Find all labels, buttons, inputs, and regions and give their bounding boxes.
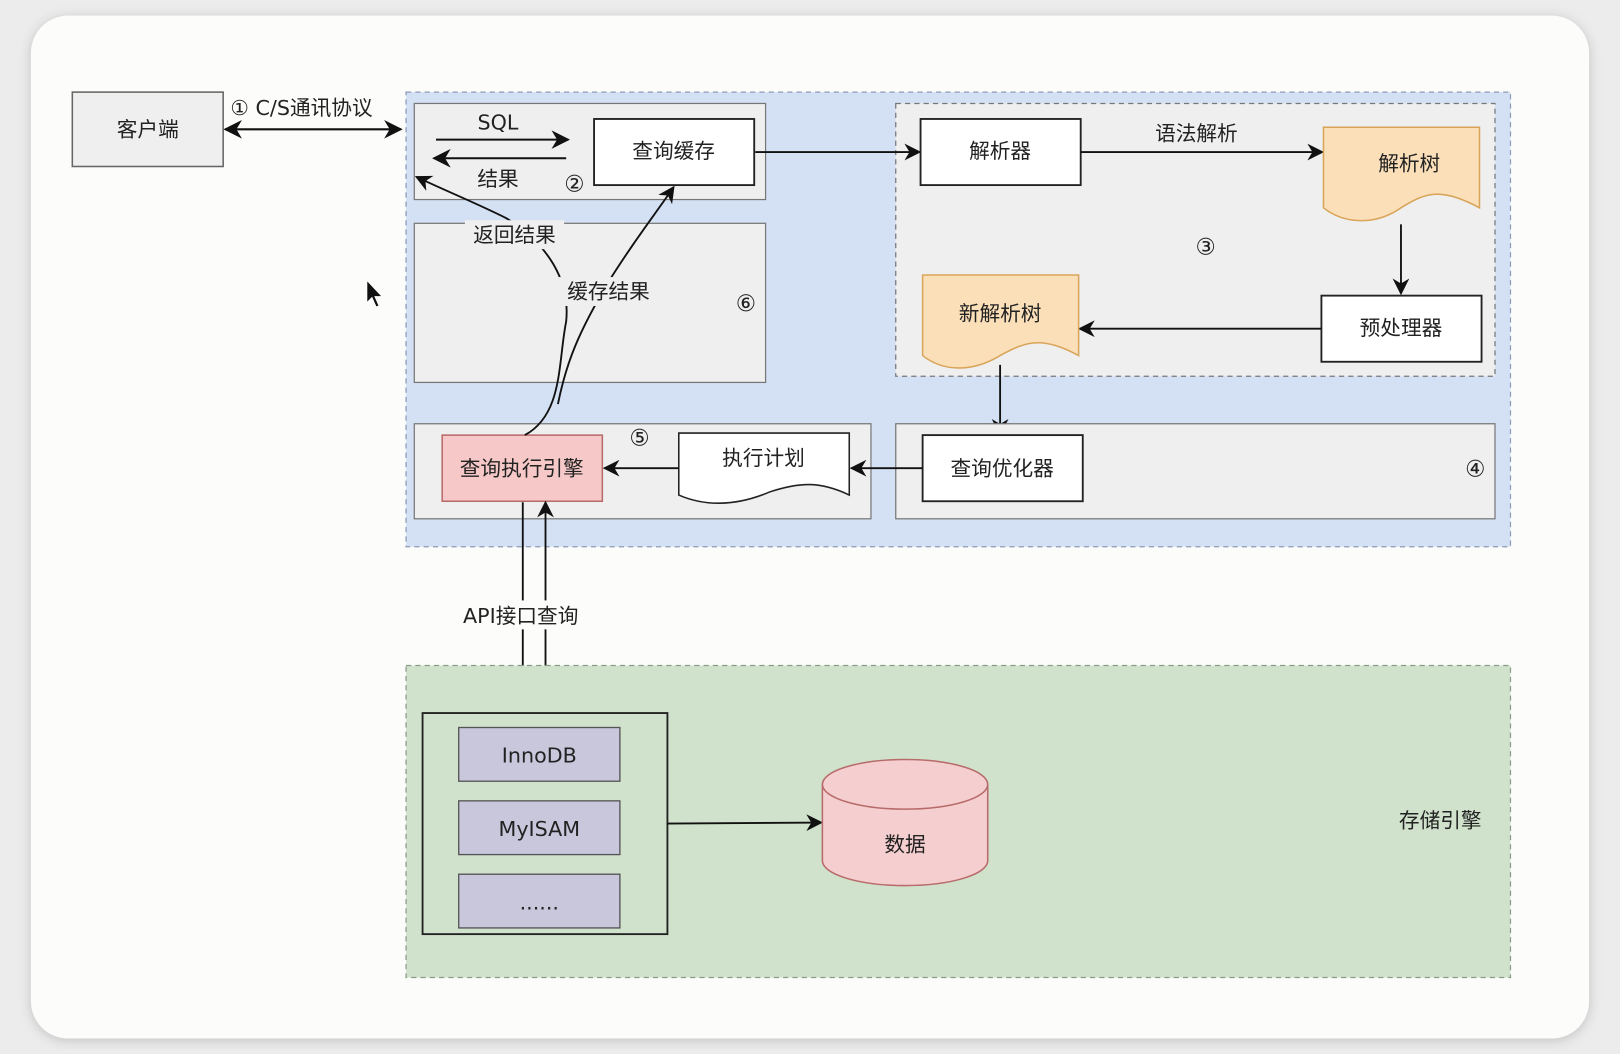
engine-innodb[interactable]: InnoDB bbox=[458, 726, 621, 782]
engine-myisam[interactable]: MyISAM bbox=[458, 800, 621, 856]
return-result-label: 返回结果 bbox=[473, 223, 556, 247]
data-cylinder[interactable]: 数据 bbox=[821, 758, 989, 887]
return-result-curve bbox=[414, 175, 568, 436]
engine-other[interactable]: ...... bbox=[458, 873, 621, 929]
execution-plan-doc[interactable]: 执行计划 bbox=[678, 432, 851, 504]
engine-myisam-label: MyISAM bbox=[499, 817, 581, 841]
engine-other-label: ...... bbox=[520, 890, 559, 914]
optimizer-box[interactable]: 查询优化器 bbox=[921, 434, 1084, 503]
parser-label: 解析器 bbox=[969, 139, 1031, 163]
syntax-parse-label: 语法解析 bbox=[1155, 122, 1238, 146]
return-result-bg bbox=[464, 220, 565, 250]
sql-label: SQL bbox=[478, 110, 519, 134]
optimizer-label: 查询优化器 bbox=[951, 456, 1055, 480]
api-label-bg bbox=[452, 600, 589, 630]
new-parse-tree-doc[interactable]: 新解析树 bbox=[921, 274, 1080, 369]
execution-engine-label: 查询执行引擎 bbox=[460, 456, 584, 480]
new-parse-tree-label: 新解析树 bbox=[959, 301, 1042, 325]
parse-tree-doc[interactable]: 解析树 bbox=[1322, 126, 1481, 222]
step5-label: ⑤ bbox=[629, 425, 649, 451]
query-cache-label: 查询缓存 bbox=[632, 139, 715, 163]
preprocessor-label: 预处理器 bbox=[1360, 316, 1443, 340]
client-box[interactable]: 客户端 bbox=[71, 91, 224, 168]
result-label: 结果 bbox=[477, 167, 518, 191]
mouse-cursor-icon bbox=[366, 278, 384, 308]
cache-result-bg bbox=[558, 277, 659, 306]
engine-to-data-arrow bbox=[667, 814, 824, 832]
step6-label: ⑥ bbox=[736, 291, 756, 317]
preprocessor-box[interactable]: 预处理器 bbox=[1320, 294, 1483, 363]
engine-innodb-label: InnoDB bbox=[502, 744, 577, 768]
step2-label: ② bbox=[564, 171, 584, 197]
query-cache-box[interactable]: 查询缓存 bbox=[593, 118, 756, 187]
storage-engine-label: 存储引擎 bbox=[1399, 809, 1482, 833]
client-label: 客户端 bbox=[117, 118, 179, 142]
data-label: 数据 bbox=[884, 832, 925, 856]
cache-result-label: 缓存结果 bbox=[567, 280, 650, 304]
api-query-label: API接口查询 bbox=[463, 604, 578, 628]
execution-engine-box[interactable]: 查询执行引擎 bbox=[441, 434, 604, 503]
step4-label: ④ bbox=[1465, 456, 1485, 482]
execution-plan-label: 执行计划 bbox=[722, 446, 805, 470]
parser-box[interactable]: 解析器 bbox=[919, 118, 1082, 187]
protocol-label: ① C/S通讯协议 bbox=[230, 96, 373, 120]
parse-tree-label: 解析树 bbox=[1378, 152, 1440, 176]
step3-label: ③ bbox=[1196, 234, 1216, 260]
